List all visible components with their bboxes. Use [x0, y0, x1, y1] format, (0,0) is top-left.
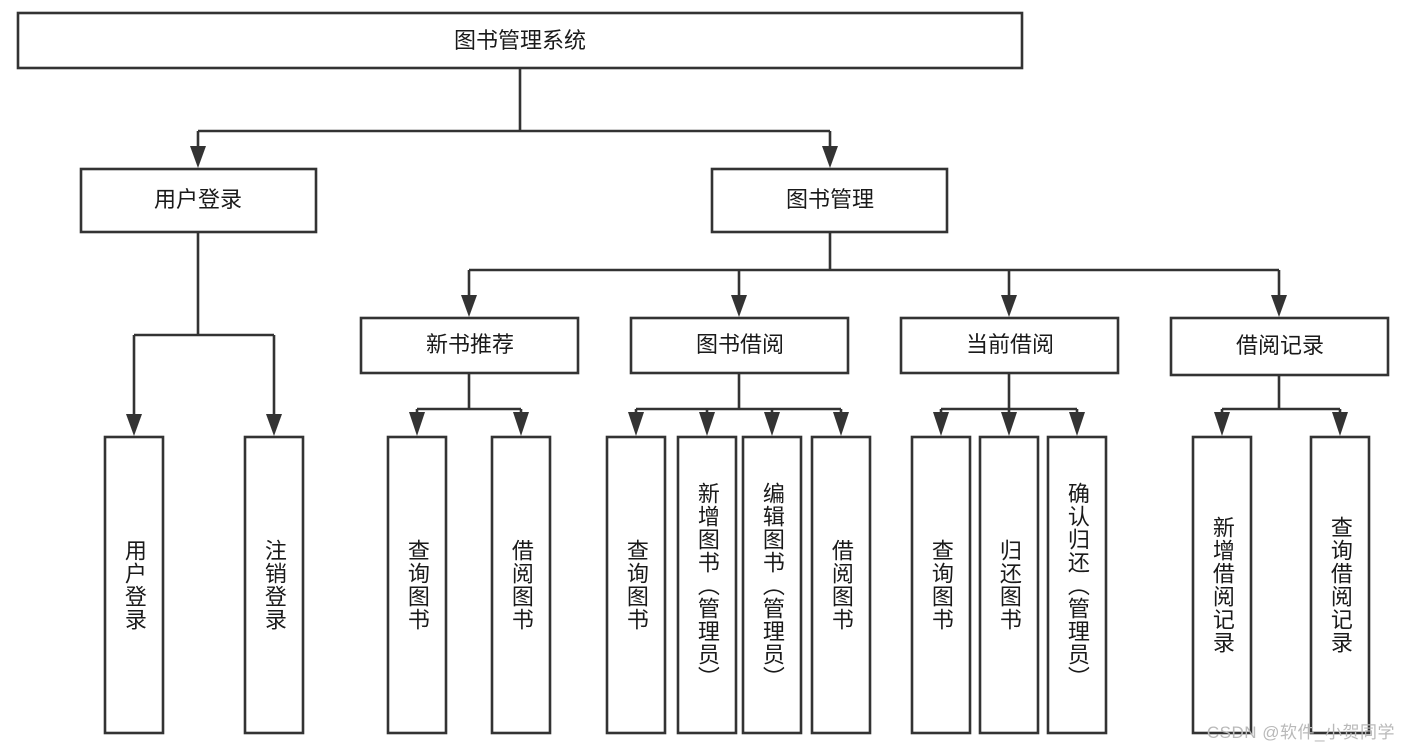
node-leaf-borrow-book-2-box[interactable]	[810, 435, 872, 735]
connector-layer	[126, 68, 1348, 436]
node-current-borrow[interactable]: 当前借阅	[899, 316, 1120, 375]
watermark-text: CSDN @软件_小贺同学	[1206, 723, 1395, 742]
node-book-borrow[interactable]: 图书借阅	[629, 316, 850, 375]
node-leaf-add-book-box[interactable]	[676, 435, 738, 735]
node-leaf-return-book-box[interactable]	[978, 435, 1040, 735]
arrow-head-leaf-query-book-3	[933, 412, 949, 436]
arrow-head-leaf-user-logout	[266, 414, 282, 436]
node-current-borrow-label: 当前借阅	[966, 332, 1054, 357]
arrow-head-user-login	[190, 146, 206, 168]
node-borrow-record-box[interactable]	[1169, 316, 1390, 377]
arrow-head-current-borrow	[1001, 295, 1017, 317]
arrow-head-leaf-query-book-2	[628, 412, 644, 436]
node-current-borrow-box[interactable]	[899, 316, 1120, 375]
node-book-manage-box[interactable]	[710, 167, 949, 234]
node-leaf-query-book-1-box[interactable]	[386, 435, 448, 735]
arrow-head-leaf-edit-book	[764, 412, 780, 436]
arrow-head-leaf-user-login	[126, 414, 142, 436]
arrow-head-leaf-borrow-book-2	[833, 412, 849, 436]
node-leaf-edit-book-box[interactable]	[741, 435, 803, 735]
node-new-book-recommend-box[interactable]	[359, 316, 580, 375]
arrow-head-book-manage	[822, 146, 838, 168]
node-leaf-confirm-return-box[interactable]	[1046, 435, 1108, 735]
arrow-head-borrow-record	[1271, 295, 1287, 317]
node-book-borrow-box[interactable]	[629, 316, 850, 375]
arrow-head-leaf-query-book-1	[409, 412, 425, 436]
arrow-head-leaf-return-book	[1001, 412, 1017, 436]
arrow-head-book-borrow	[731, 295, 747, 317]
node-new-book-recommend[interactable]: 新书推荐	[359, 316, 580, 375]
node-borrow-record[interactable]: 借阅记录	[1169, 316, 1390, 377]
node-book-manage-label: 图书管理	[786, 187, 874, 212]
node-user-login[interactable]: 用户登录	[79, 167, 318, 234]
node-new-book-recommend-label: 新书推荐	[426, 332, 514, 357]
node-user-login-box[interactable]	[79, 167, 318, 234]
node-leaf-query-book-2-box[interactable]	[605, 435, 667, 735]
arrow-head-leaf-query-record	[1332, 412, 1348, 436]
node-root-box[interactable]	[16, 11, 1024, 70]
arrow-head-leaf-add-record	[1214, 412, 1230, 436]
leaf-box-layer[interactable]	[103, 435, 1371, 735]
node-root[interactable]: 图书管理系统	[16, 11, 1024, 70]
node-user-login-label: 用户登录	[154, 187, 242, 212]
node-leaf-query-record-box[interactable]	[1309, 435, 1371, 735]
node-leaf-query-book-3-box[interactable]	[910, 435, 972, 735]
node-book-manage[interactable]: 图书管理	[710, 167, 949, 234]
arrow-head-leaf-borrow-book-1	[513, 412, 529, 436]
node-root-label: 图书管理系统	[454, 28, 586, 53]
arrow-head-leaf-confirm-return	[1069, 412, 1085, 436]
node-borrow-record-label: 借阅记录	[1236, 333, 1324, 358]
node-book-borrow-label: 图书借阅	[696, 332, 784, 357]
node-leaf-user-login-box[interactable]	[103, 435, 165, 735]
node-leaf-user-logout-box[interactable]	[243, 435, 305, 735]
node-leaf-borrow-book-1-box[interactable]	[490, 435, 552, 735]
arrow-head-leaf-add-book	[699, 412, 715, 436]
arrow-head-new-book-recommend	[461, 295, 477, 317]
node-leaf-add-record-box[interactable]	[1191, 435, 1253, 735]
